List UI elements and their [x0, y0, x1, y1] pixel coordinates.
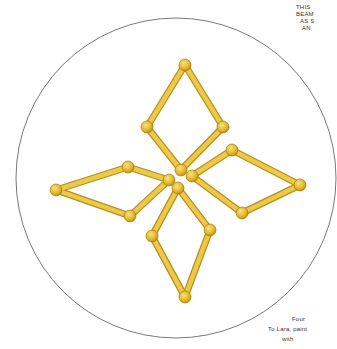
stick-outline: [192, 176, 242, 213]
joint-ball: [124, 210, 136, 222]
handwritten-note: AS S: [300, 18, 314, 25]
joint-ball: [175, 164, 187, 176]
handwritten-note: with: [282, 336, 293, 343]
stick-outline: [178, 188, 210, 230]
joint-ball: [217, 121, 229, 133]
stick: [232, 150, 300, 185]
stick: [147, 127, 181, 170]
joint-ball: [122, 161, 134, 173]
stick: [147, 65, 185, 127]
stick: [152, 236, 185, 297]
stick: [192, 150, 232, 176]
joint-balls: [50, 59, 306, 303]
stick-outline: [242, 185, 300, 213]
handwritten-note: BEAM: [296, 11, 314, 18]
handwritten-note: Four: [292, 316, 305, 323]
stick-outline: [56, 167, 128, 190]
stick: [128, 167, 169, 180]
stick-outline: [130, 180, 169, 216]
joint-ball: [146, 230, 158, 242]
stick-outline: [147, 65, 185, 127]
stick-outline: [232, 150, 300, 185]
joint-ball: [204, 224, 216, 236]
stick-outline: [185, 230, 210, 297]
outer-circle: [16, 18, 336, 338]
joint-ball: [50, 184, 62, 196]
joint-ball: [294, 179, 306, 191]
stick-outline: [128, 167, 169, 180]
joint-ball: [186, 170, 198, 182]
handwritten-note: THIS: [296, 4, 310, 11]
stick: [192, 176, 242, 213]
joint-ball: [179, 59, 191, 71]
joint-ball: [179, 291, 191, 303]
stick: [185, 230, 210, 297]
joint-ball: [236, 207, 248, 219]
stick: [185, 65, 223, 127]
stick: [152, 188, 178, 236]
handwritten-note: AN: [302, 25, 311, 32]
stick: [242, 185, 300, 213]
stick-outline: [56, 190, 130, 216]
stick-outline: [185, 65, 223, 127]
joint-ball: [141, 121, 153, 133]
stick: [178, 188, 210, 230]
stick-outline: [152, 236, 185, 297]
stick: [181, 127, 223, 170]
stick: [56, 190, 130, 216]
stick-frame: [56, 65, 300, 297]
stick: [130, 180, 169, 216]
joint-ball: [226, 144, 238, 156]
handwritten-note: To Lara, paint: [268, 326, 307, 333]
joint-ball: [163, 174, 175, 186]
stick-outline: [147, 127, 181, 170]
stick: [56, 167, 128, 190]
